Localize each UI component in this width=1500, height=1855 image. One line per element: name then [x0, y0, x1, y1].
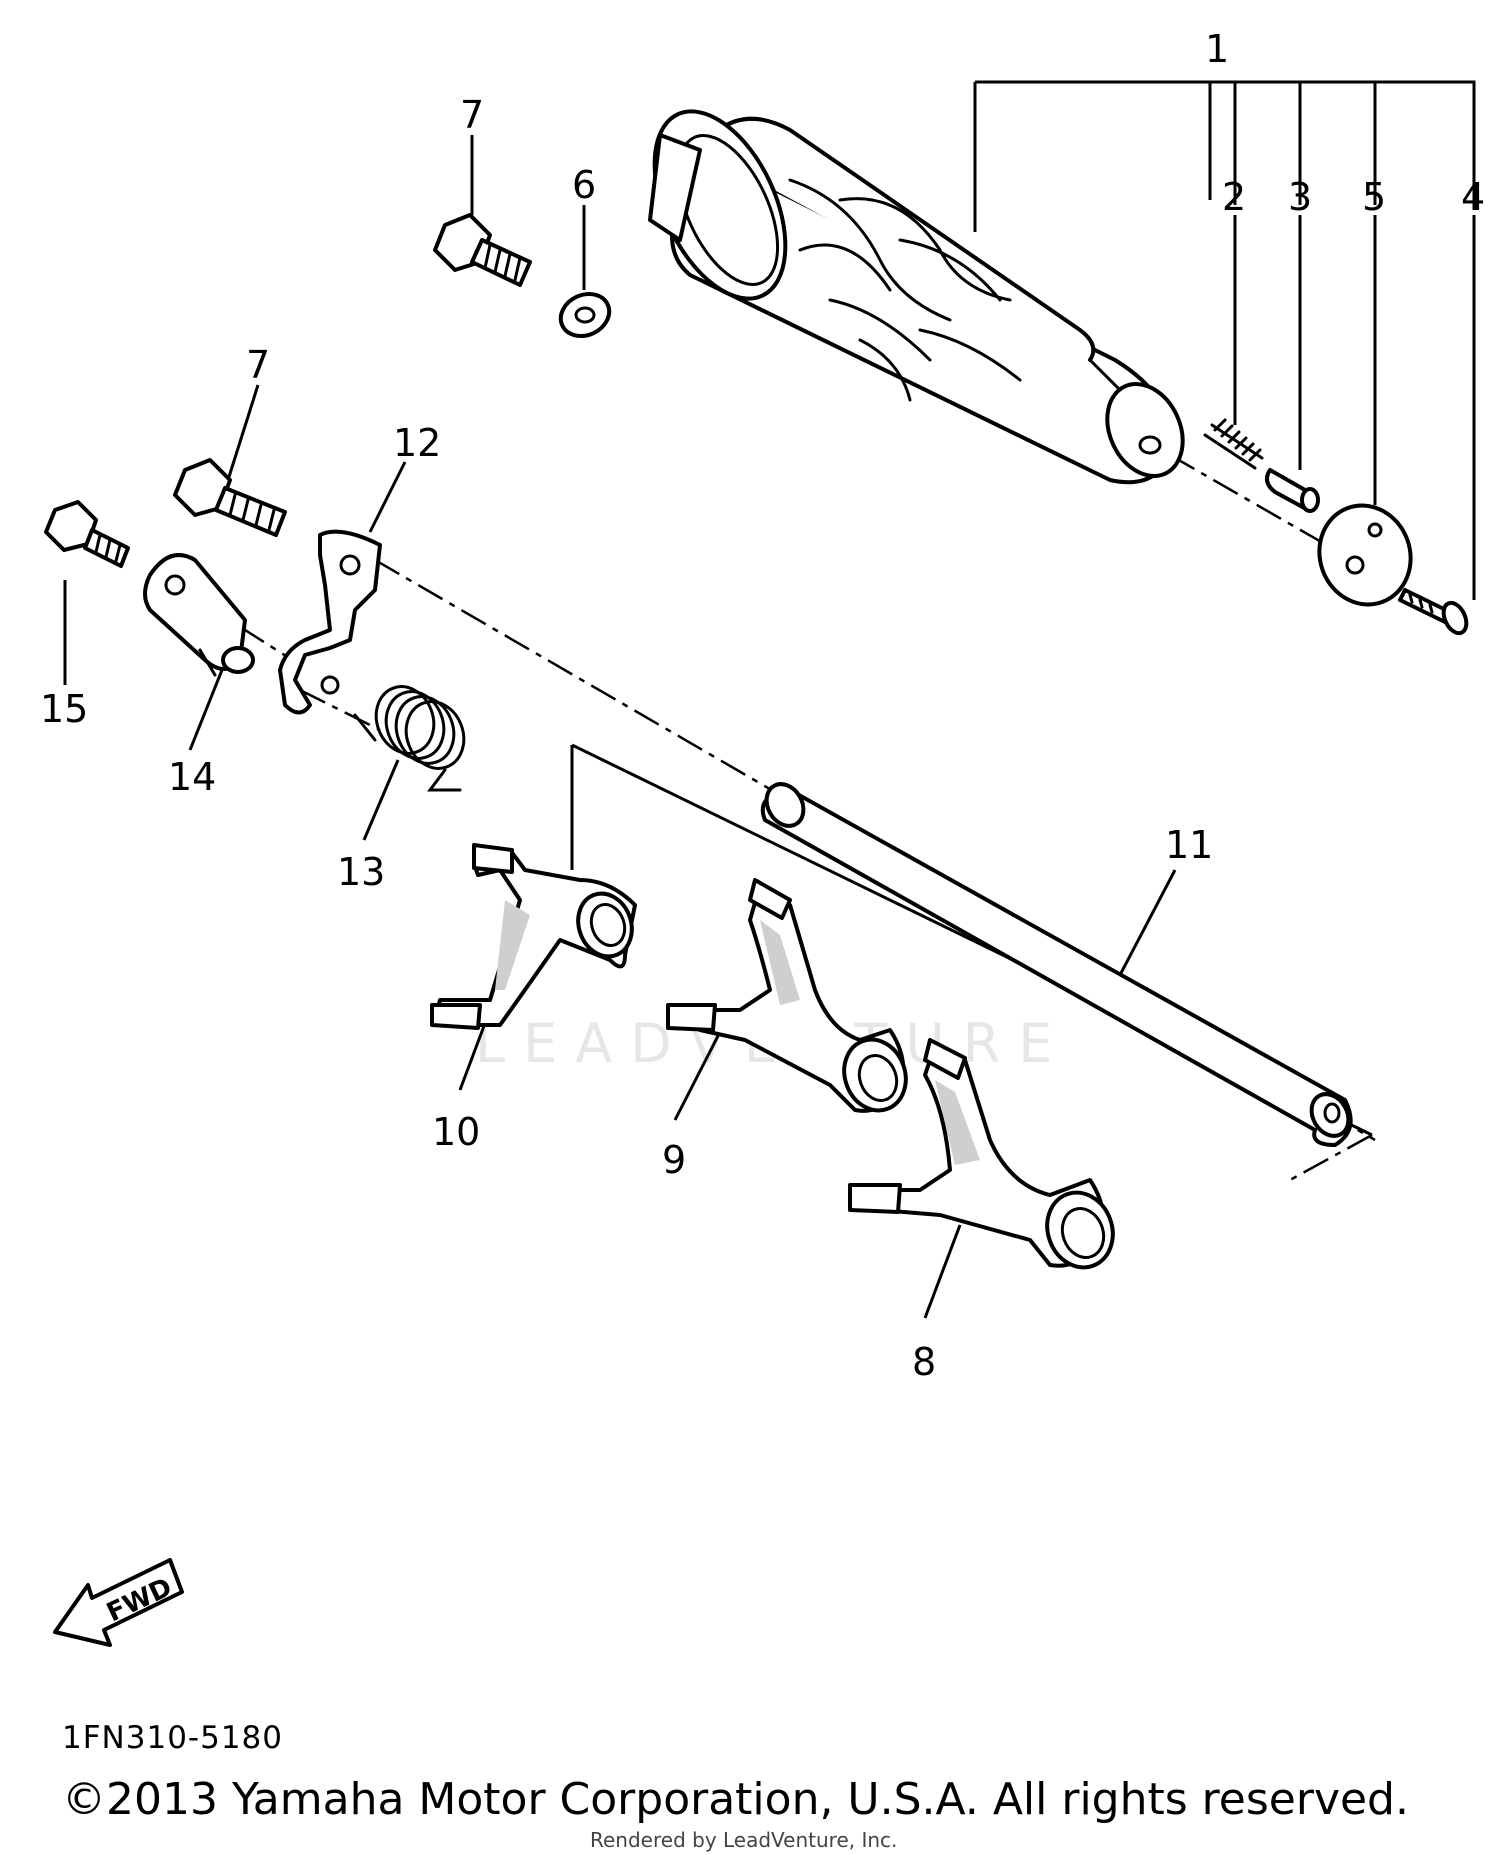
- callout-11: 11: [1165, 823, 1213, 867]
- diagram-code: 1FN310-5180: [62, 1720, 283, 1756]
- callout-12: 12: [393, 421, 441, 465]
- callout-13: 13: [337, 850, 385, 894]
- shift-fork-10: [430, 843, 637, 1030]
- shift-fork-shaft: [760, 782, 1353, 1147]
- shift-drum: [648, 109, 1185, 485]
- callout-numbers: 1 2 3 5 4 7 6 7 12 15 14 13 11 10 9 8: [40, 27, 1485, 1384]
- detent-pin: [1264, 468, 1320, 513]
- callout-7-upper: 7: [460, 93, 484, 137]
- bolt-stopper: [44, 500, 130, 568]
- callout-15: 15: [40, 687, 88, 731]
- segment-plate: [1317, 503, 1413, 607]
- screw: [1398, 588, 1469, 636]
- bolt-lower: [173, 458, 287, 537]
- callout-2: 2: [1222, 175, 1246, 219]
- stopper-plate: [278, 529, 382, 715]
- callout-10: 10: [432, 1110, 480, 1154]
- rendered-by-notice: Rendered by LeadVenture, Inc.: [590, 1828, 898, 1852]
- callout-6: 6: [572, 163, 596, 207]
- callout-5: 5: [1362, 175, 1386, 219]
- callout-14: 14: [168, 755, 216, 799]
- torsion-spring: [353, 685, 466, 792]
- callout-7-lower: 7: [246, 343, 270, 387]
- callout-4: 4: [1461, 175, 1485, 219]
- stopper-lever: [143, 553, 255, 677]
- shift-fork-8: [848, 1038, 1115, 1270]
- detent-spring: [1203, 418, 1264, 470]
- leader-lines: [63, 80, 1476, 1319]
- shift-fork-9: [666, 878, 908, 1113]
- callout-8: 8: [912, 1340, 936, 1384]
- callout-9: 9: [662, 1138, 686, 1182]
- callout-3: 3: [1288, 175, 1312, 219]
- washer: [558, 292, 612, 338]
- fwd-arrow-icon: FWD: [53, 1558, 184, 1647]
- copyright-notice: ©2013 Yamaha Motor Corporation, U.S.A. A…: [62, 1774, 1409, 1825]
- bolt-upper: [433, 213, 532, 287]
- callout-1: 1: [1205, 27, 1229, 71]
